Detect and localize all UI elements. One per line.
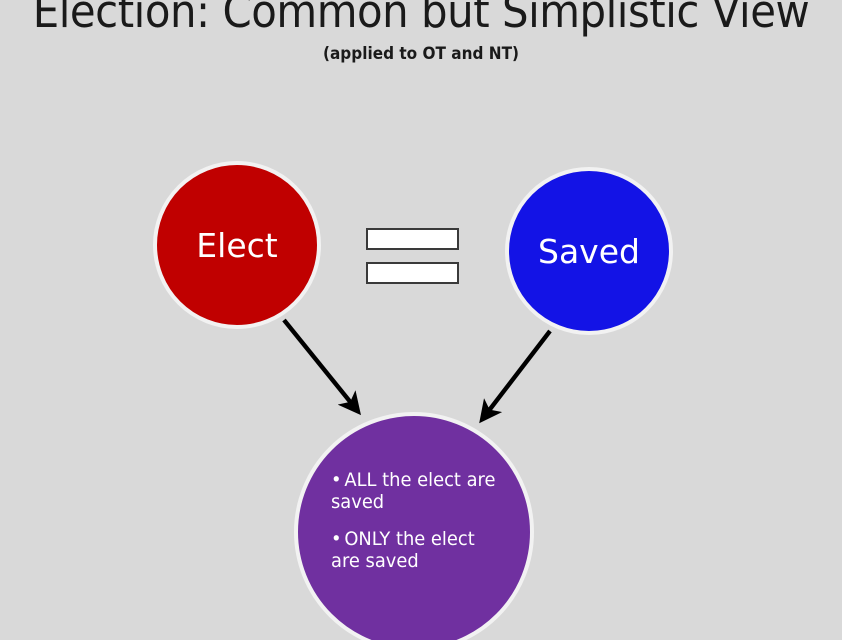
node-saved-circle[interactable]: Saved [505, 167, 673, 335]
list-item-label: ALL the elect are saved [331, 469, 496, 514]
equals-bar-bottom [366, 262, 459, 284]
bullet-icon: • [331, 527, 342, 550]
node-saved-label: Saved [538, 231, 640, 271]
page-title: Election: Common but Simplistic View [32, 0, 810, 38]
node-elect-circle[interactable]: Elect [153, 161, 321, 329]
list-item-label: ONLY the elect are saved [331, 527, 475, 573]
list-item: •ALL the elect are saved [331, 469, 500, 514]
equals-bar-top [366, 228, 459, 250]
list-item: •ONLY the elect are saved [331, 528, 500, 573]
node-elect-label: Elect [196, 225, 278, 265]
arrow-saved-to-result [479, 329, 552, 424]
equals-sign-icon [366, 228, 459, 289]
page-subtitle: (applied to OT and NT) [322, 44, 520, 64]
node-result-circle[interactable]: •ALL the elect are saved •ONLY the elect… [294, 412, 534, 640]
arrow-elect-to-result [282, 318, 361, 416]
node-result-bullet-list: •ALL the elect are saved •ONLY the elect… [331, 469, 500, 573]
bullet-icon: • [331, 469, 342, 491]
